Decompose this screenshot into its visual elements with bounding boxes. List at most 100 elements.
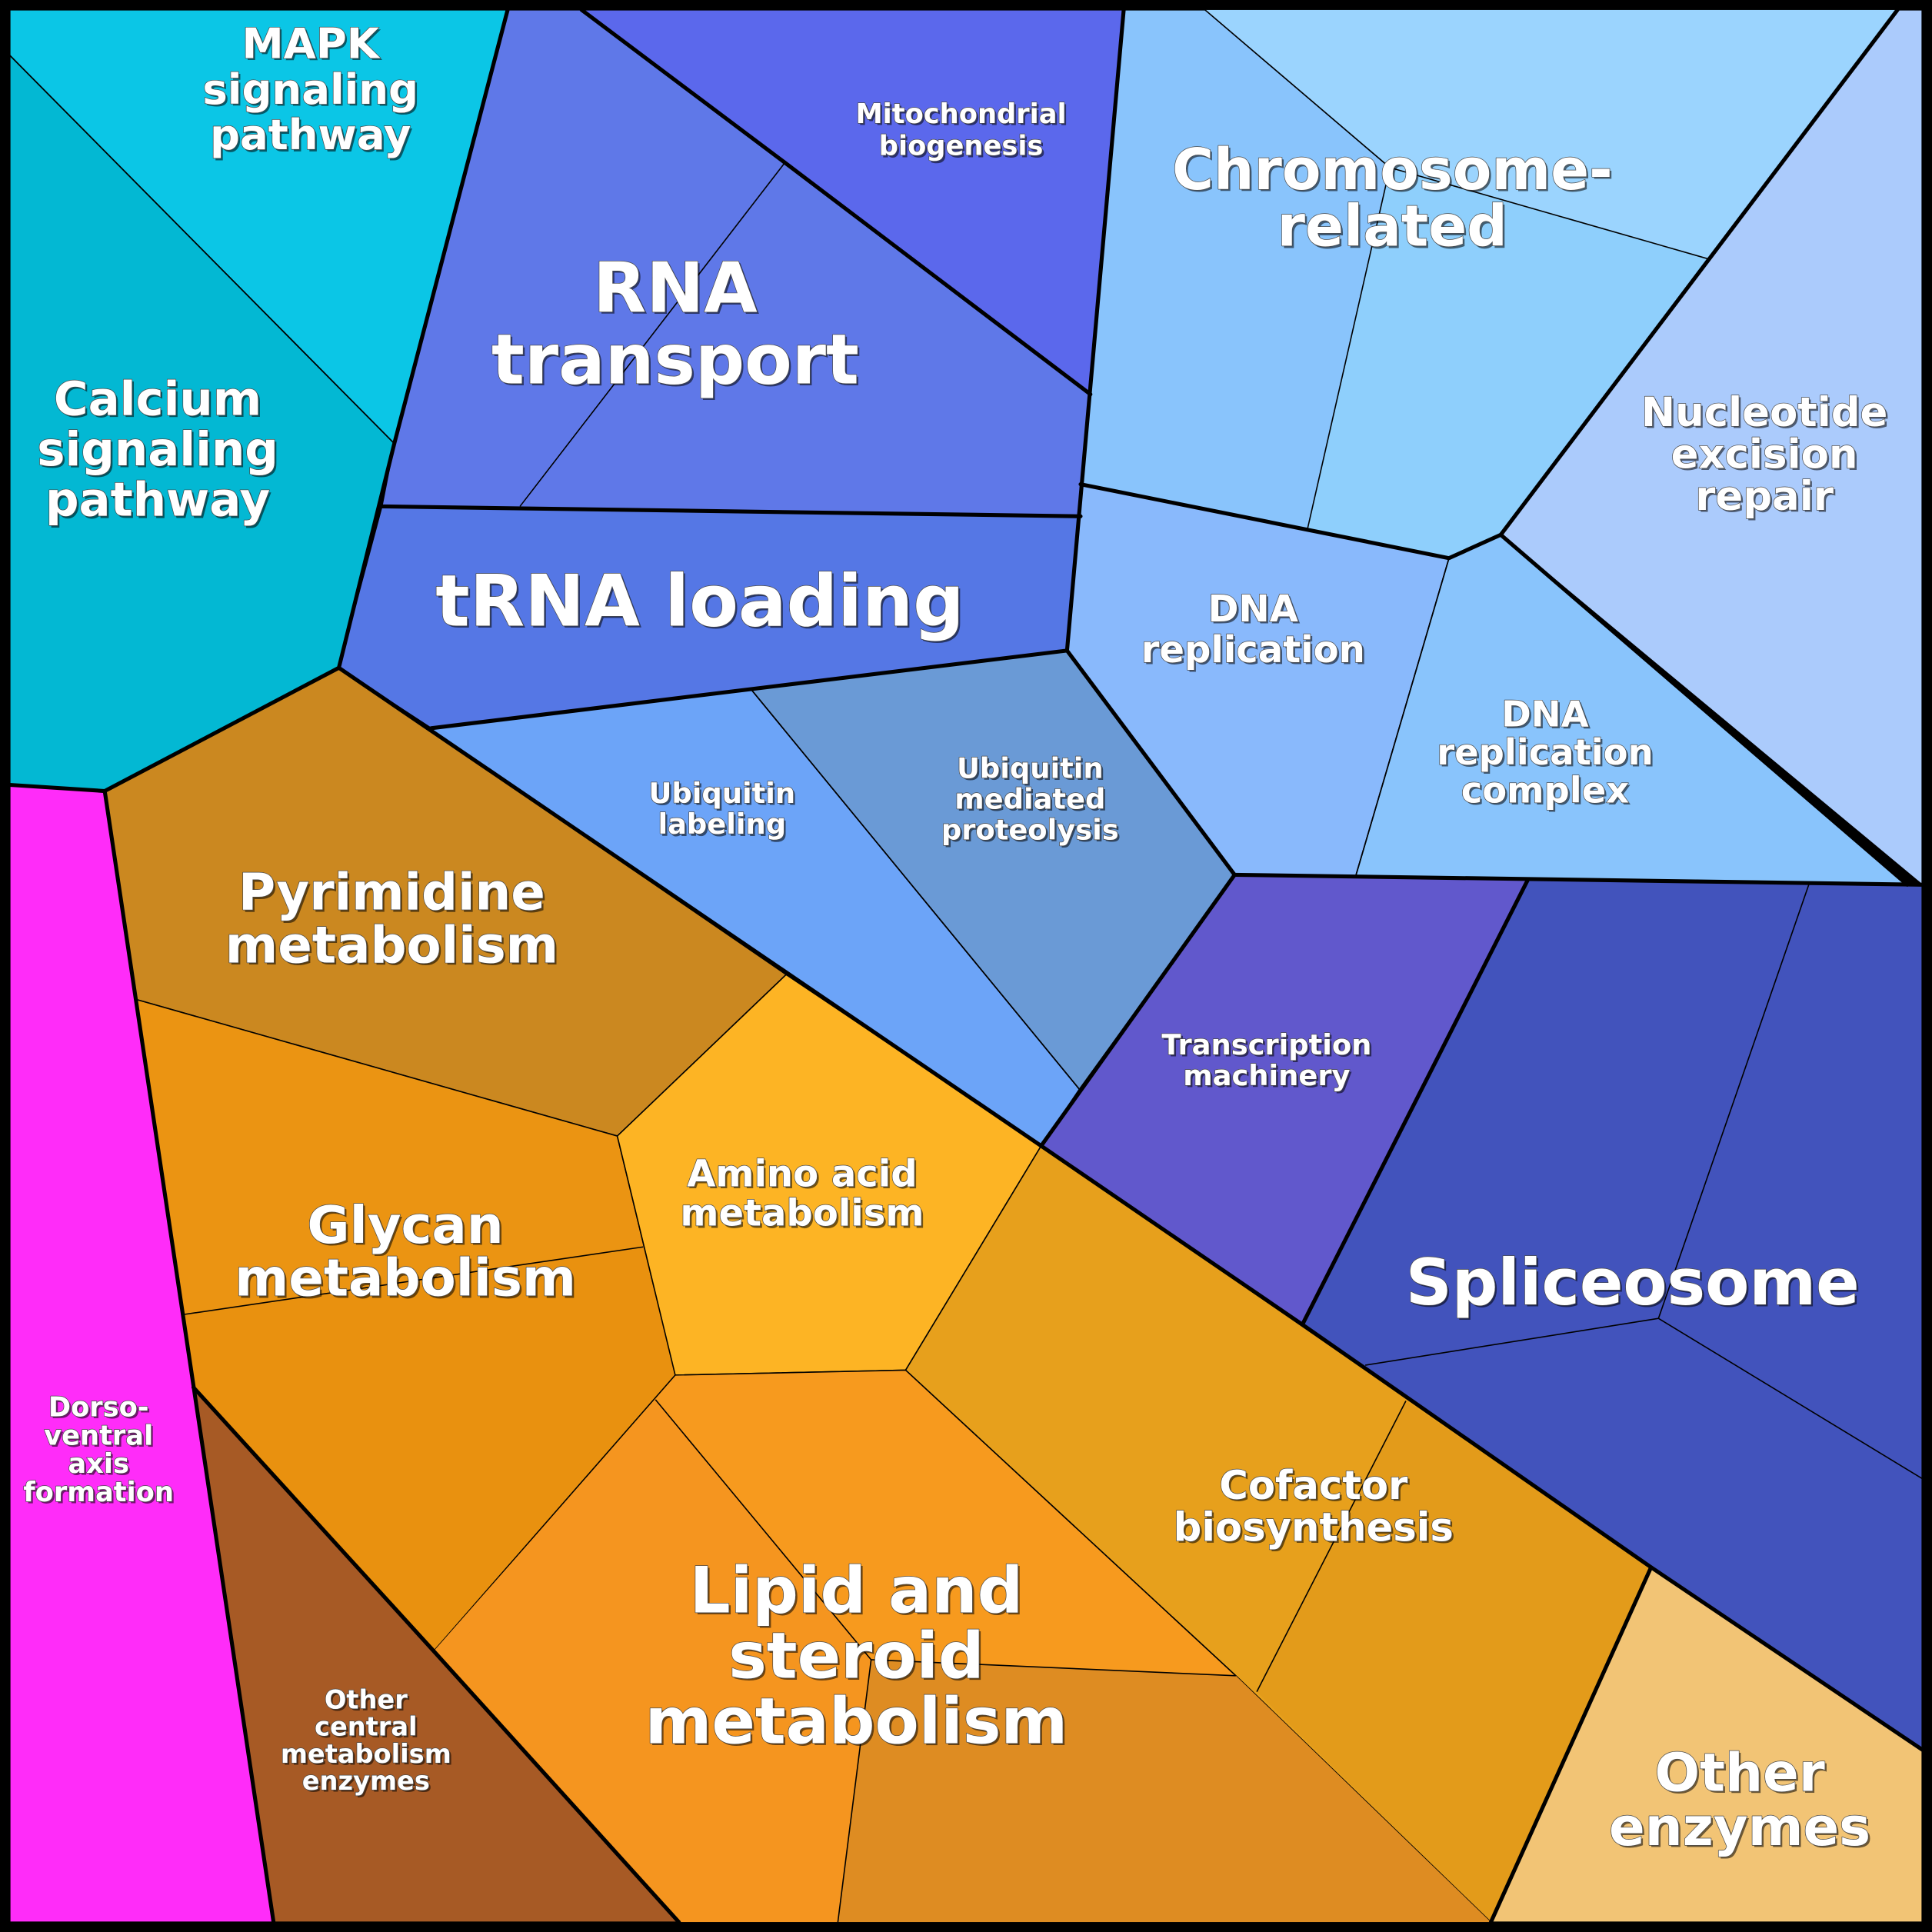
- label-line: enzymes: [304, 1768, 431, 1798]
- label-line: complex: [1461, 770, 1629, 811]
- label-line: ventral: [44, 1420, 153, 1451]
- label-line: Dorso-: [50, 1394, 151, 1425]
- label-line: metabolism: [235, 1248, 576, 1308]
- label-line: Ubiquitin: [959, 754, 1106, 787]
- label-line: signaling: [202, 65, 418, 114]
- label-line: metabolism: [237, 1250, 578, 1310]
- label-line: enzymes: [1609, 1797, 1870, 1858]
- label-line: Pyrimidine: [238, 864, 545, 922]
- subcell-glycan-0[interactable]: [182, 1247, 675, 1651]
- label-line: Cofactor: [1221, 1464, 1411, 1511]
- sub-cell-lines: [9, 9, 1923, 1923]
- subcell-chromosome-1[interactable]: [1307, 167, 1708, 558]
- label-line: biosynthesis: [1175, 1507, 1455, 1553]
- subcell-cofactor-0[interactable]: [1257, 1401, 1651, 1923]
- label-shadow-chromosome: Chromosome-related: [1174, 140, 1615, 262]
- label-line: tRNA loading: [438, 561, 966, 645]
- sub-boundary-line: [1657, 884, 1810, 1319]
- label-line: Pyrimidine: [241, 865, 548, 924]
- label-line: tRNA loading: [435, 560, 964, 643]
- label-line: Transcription: [1164, 1031, 1374, 1064]
- label-line: pathway: [210, 110, 411, 159]
- label-line: DNA: [1210, 589, 1300, 632]
- label-line: complex: [1463, 771, 1631, 813]
- group-boundary-line: [1300, 878, 1531, 1327]
- subcell-lipid-1[interactable]: [838, 1659, 1491, 1923]
- label-line: central: [317, 1714, 420, 1744]
- label-line: enzymes: [302, 1766, 430, 1796]
- label-line: central: [315, 1712, 418, 1742]
- label-line: MAPK: [242, 19, 380, 68]
- label-line: replication: [1143, 630, 1367, 673]
- label-line: MAPK: [244, 21, 382, 70]
- label-line: Amino acid: [689, 1154, 919, 1198]
- sub-boundary-line: [1354, 558, 1450, 878]
- label-line: transport: [494, 322, 861, 402]
- label-line: Amino acid: [687, 1152, 917, 1195]
- label-line: metabolism: [227, 918, 560, 977]
- label-line: Nucleotide: [1643, 391, 1890, 438]
- label-line: metabolism: [282, 1740, 453, 1770]
- sub-boundary-line: [519, 162, 786, 507]
- label-line: metabolism: [281, 1739, 451, 1769]
- label-line: excision: [1673, 433, 1860, 480]
- sub-boundary-line: [871, 1659, 1236, 1677]
- label-line: Chromosome-: [1172, 138, 1613, 203]
- subcell-rna-transport-0[interactable]: [520, 162, 1091, 517]
- label-line: labeling: [658, 808, 786, 841]
- sub-boundary-line: [1657, 1317, 1923, 1480]
- label-line: formation: [23, 1477, 174, 1508]
- label-line: Mitochondrial: [856, 98, 1067, 130]
- label-line: related: [1279, 196, 1509, 261]
- label-line: biogenesis: [881, 132, 1045, 164]
- label-line: proteolysis: [941, 813, 1119, 846]
- label-line: signaling: [205, 67, 421, 116]
- label-line: related: [1277, 195, 1507, 260]
- label-line: excision: [1671, 431, 1858, 478]
- label-line: Ubiquitin: [957, 751, 1104, 784]
- label-line: Spliceosome: [1407, 1247, 1861, 1322]
- subcell-lipid-0[interactable]: [433, 1399, 871, 1923]
- label-trna: tRNA loading: [435, 560, 964, 643]
- sub-boundary-line: [9, 55, 395, 445]
- label-line: Glycan: [309, 1197, 505, 1257]
- label-line: DNA: [1501, 693, 1588, 734]
- label-line: Calcium: [55, 374, 263, 428]
- label-line: signaling: [37, 422, 278, 477]
- subcell-chromosome-0[interactable]: [1204, 9, 1898, 259]
- label-line: Glycan: [307, 1195, 503, 1255]
- group-boundary-line: [1078, 8, 1900, 561]
- label-line: Other: [1654, 1743, 1824, 1804]
- label-line: DNA: [1208, 588, 1298, 631]
- label-line: Lipid and: [691, 1555, 1025, 1630]
- label-line: proteolysis: [943, 815, 1121, 848]
- sub-boundary-line: [1204, 9, 1391, 168]
- label-line: Transcription: [1161, 1028, 1371, 1061]
- label-line: pathway: [212, 112, 413, 162]
- label-line: Chromosome-: [1174, 140, 1615, 205]
- label-spliceosome: Spliceosome: [1406, 1245, 1860, 1320]
